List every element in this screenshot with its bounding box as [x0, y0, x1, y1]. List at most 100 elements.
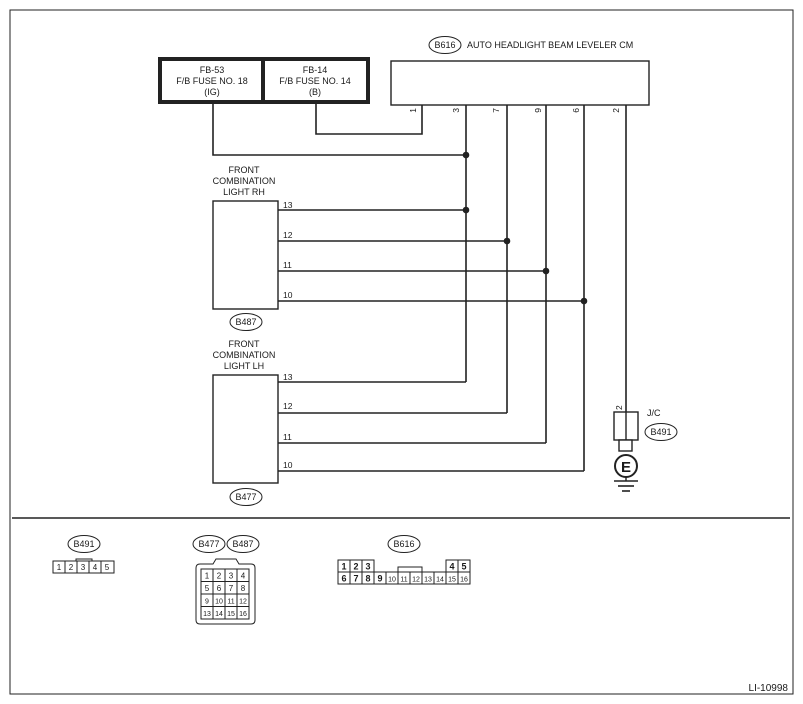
fuse1-line3: (IG) [204, 87, 220, 97]
jc-connector-badge [644, 423, 678, 441]
cm-pin-6: 6 [571, 108, 581, 113]
b491-badge [67, 535, 101, 553]
junction-dot [462, 151, 470, 159]
b491-cell: 4 [93, 563, 98, 572]
lh-label-line2: COMBINATION [213, 350, 276, 360]
cm-title: AUTO HEADLIGHT BEAM LEVELER CM [467, 40, 633, 50]
lh-connector-id: B477 [235, 492, 256, 502]
b477-cell: 5 [205, 584, 210, 593]
b477-cell: 2 [217, 572, 222, 581]
rh-box [212, 200, 279, 310]
lh-pin-11: 11 [283, 432, 292, 442]
ground-label: E [621, 459, 631, 476]
b616-cell: 4 [449, 562, 454, 572]
cm-pin-2: 2 [611, 108, 621, 113]
b616-cell: 1 [341, 562, 346, 572]
b477-cell: 8 [241, 584, 246, 593]
front-light-lh: FRONT COMBINATION LIGHT LH 13 12 11 10 B… [212, 339, 293, 506]
connector-view-b616: B616 1 2 3 4 5 6 7 8 9 10 11 12 13 14 [337, 535, 471, 585]
b616-cell: 12 [412, 577, 420, 584]
b477-cell: 16 [239, 611, 247, 618]
b616-cell: 16 [460, 577, 468, 584]
fuse2-line1: FB-14 [303, 65, 328, 75]
rh-pin-10: 10 [283, 290, 293, 300]
fuse2-line2: F/B FUSE NO. 14 [279, 76, 351, 86]
rh-label-line3: LIGHT RH [223, 187, 265, 197]
connector-view-b477-b487: B477 B487 1 2 3 4 5 6 7 8 9 10 11 12 13 … [192, 535, 260, 625]
cm-pin-9: 9 [533, 108, 543, 113]
lh-pin-10: 10 [283, 460, 293, 470]
wire-fuse14 [315, 102, 423, 135]
b616-badge [387, 535, 421, 553]
b487-badge-label: B487 [232, 539, 253, 549]
jc-pin: 2 [614, 405, 624, 410]
fuse2-line3: (B) [309, 87, 321, 97]
fuse1-line2: F/B FUSE NO. 18 [176, 76, 248, 86]
rh-connector-badge [229, 313, 263, 331]
lh-pin-12: 12 [283, 401, 293, 411]
b616-cell: 5 [461, 562, 466, 572]
cm-pin-3: 3 [451, 108, 461, 113]
b491-badge-label: B491 [73, 539, 94, 549]
connector-view-b491: B491 1 2 3 4 5 [52, 535, 115, 574]
rh-connector-id: B487 [235, 317, 256, 327]
b477-cell: 12 [239, 599, 247, 606]
b477-badge-label: B477 [198, 539, 219, 549]
fuse-block: FB-53 F/B FUSE NO. 18 (IG) FB-14 F/B FUS… [158, 57, 370, 104]
lh-label-line3: LIGHT LH [224, 361, 264, 371]
fuse1-line1: FB-53 [200, 65, 225, 75]
b477-cell: 6 [217, 584, 222, 593]
b616-cell: 11 [400, 577, 407, 584]
b477-cell: 14 [215, 611, 223, 618]
b477-cell: 7 [229, 584, 234, 593]
page-frame [9, 9, 794, 695]
lh-pin-13: 13 [283, 372, 293, 382]
b616-cell: 3 [365, 562, 370, 572]
b616-cell: 6 [341, 574, 346, 584]
junction-dot [503, 237, 511, 245]
joint-connector: 2 J/C B491 E [613, 405, 678, 492]
b491-cell: 1 [57, 563, 62, 572]
b616-cell: 14 [436, 577, 444, 584]
wire-fuse18 [212, 102, 466, 156]
b616-cell: 9 [377, 574, 382, 584]
b477-cell: 13 [203, 611, 211, 618]
b491-cell: 2 [69, 563, 74, 572]
cm-pin-1: 1 [408, 108, 418, 113]
b477-cell: 15 [227, 611, 235, 618]
cm-connector-id: B616 [434, 40, 455, 50]
figure-code: LI-10998 [749, 683, 789, 694]
b477-cell: 4 [241, 572, 246, 581]
b477-cell: 11 [227, 599, 234, 606]
b477-cell: 10 [215, 599, 223, 606]
b491-housing [52, 560, 115, 574]
b491-cell: 5 [105, 563, 110, 572]
jc-connector-id: B491 [650, 427, 671, 437]
jc-label: J/C [647, 408, 661, 418]
b477-badge [192, 535, 226, 553]
b487-badge [226, 535, 260, 553]
b616-cell: 2 [353, 562, 358, 572]
b477-cell: 3 [229, 572, 234, 581]
cm-box [390, 60, 650, 106]
rh-label-line1: FRONT [229, 165, 260, 175]
b616-cell: 10 [388, 577, 396, 584]
control-module: B616 AUTO HEADLIGHT BEAM LEVELER CM 1 3 … [390, 36, 650, 113]
b616-cell: 13 [424, 577, 432, 584]
b616-cell: 7 [353, 574, 358, 584]
junction-dot [542, 267, 550, 275]
front-light-rh: FRONT COMBINATION LIGHT RH 13 12 11 10 B… [212, 165, 293, 331]
junction-dot [580, 297, 588, 305]
b616-bottom [337, 571, 471, 585]
b616-badge-label: B616 [393, 539, 414, 549]
wires [212, 102, 627, 472]
rh-pin-11: 11 [283, 260, 292, 270]
cm-connector-badge [428, 36, 462, 54]
b491-cell: 3 [81, 563, 86, 572]
lh-box [212, 374, 279, 484]
lh-label-line1: FRONT [229, 339, 260, 349]
junction-dot [462, 206, 470, 214]
lh-connector-badge [229, 488, 263, 506]
cm-pin-7: 7 [491, 108, 501, 113]
